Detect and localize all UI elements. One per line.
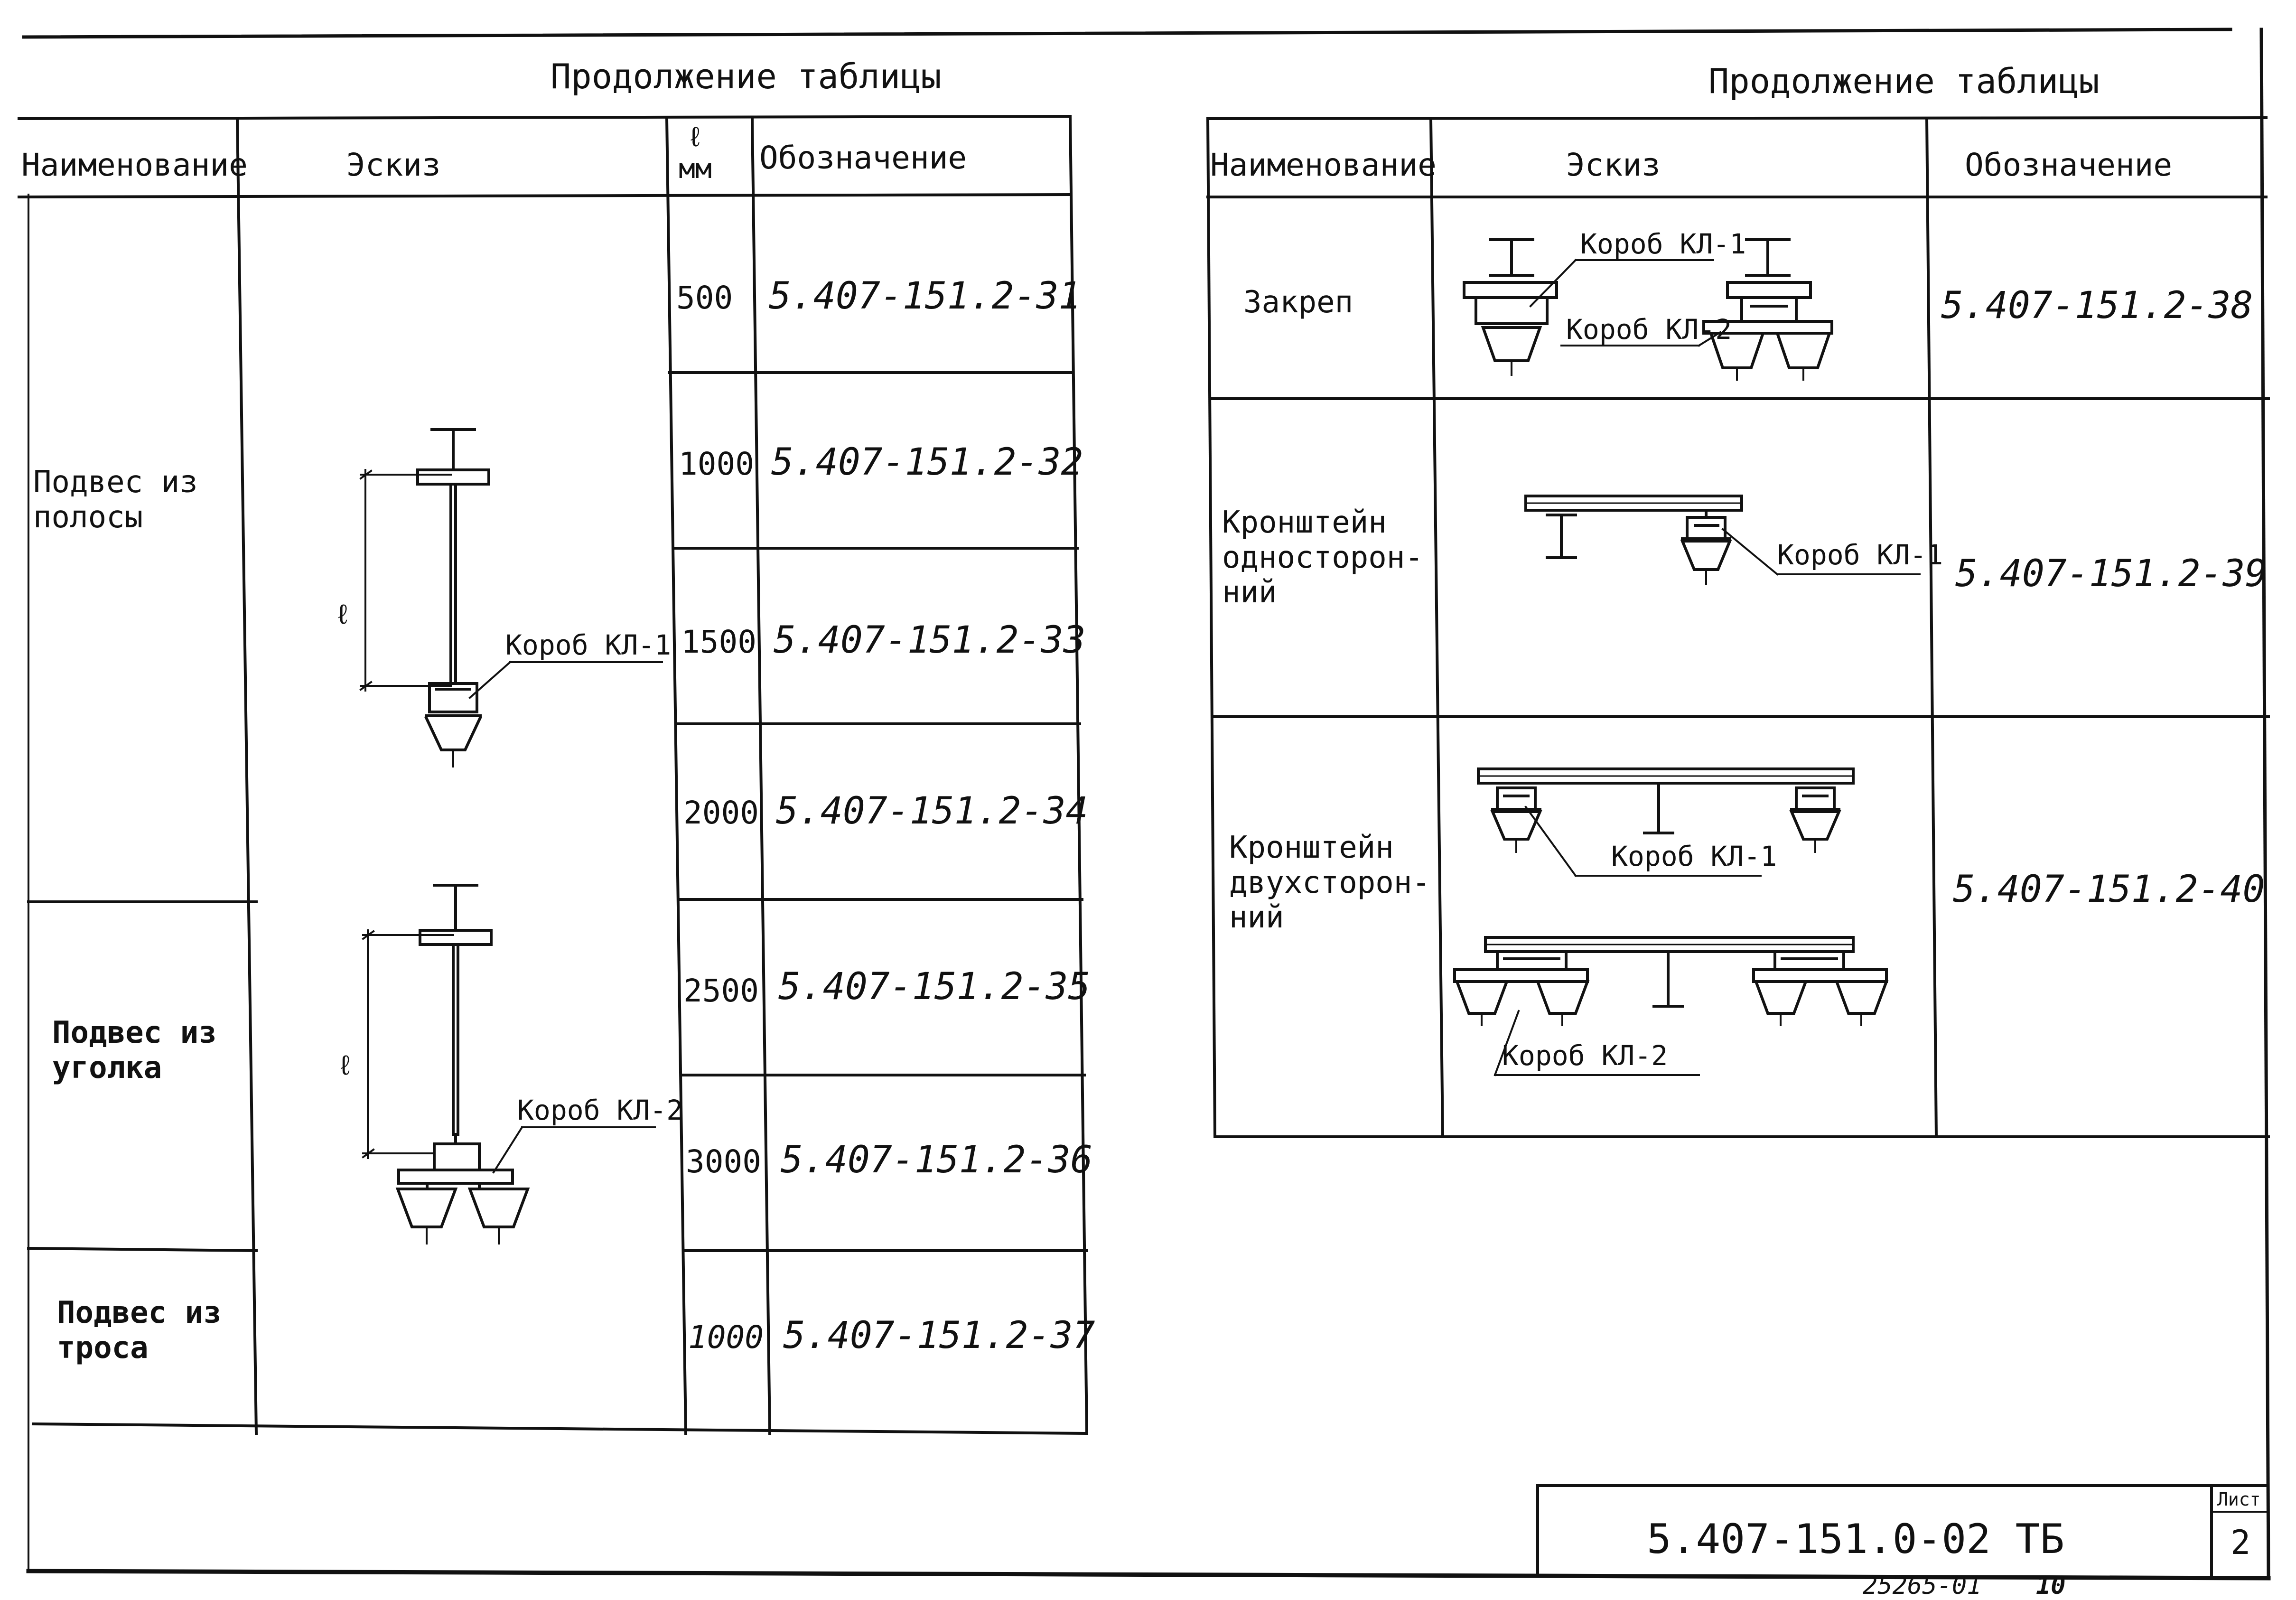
- sketch-strip-hanger: [359, 428, 663, 767]
- box-label: Короб КЛ-1: [1580, 228, 1746, 260]
- sketch-angle-hanger: [362, 884, 656, 1244]
- box-label: Короб КЛ-2: [1502, 1039, 1668, 1072]
- right-row-name: Кронштейн односторон- ний: [1222, 505, 1423, 610]
- left-row-designation: 5.407-151.2-33: [774, 619, 1086, 662]
- left-row-length: 1000: [688, 1319, 764, 1356]
- left-group-name-cable: Подвес из троса: [57, 1295, 222, 1366]
- right-row-designation: 5.407-151.2-39: [1955, 552, 2268, 595]
- left-row-length: 1000: [679, 446, 754, 482]
- sheet-label: Лист: [2217, 1489, 2261, 1510]
- right-table-caption: Продолжение таблицы: [1708, 61, 2100, 101]
- left-header-sketch: Эскиз: [346, 147, 441, 183]
- box-label: Короб КЛ-2: [1566, 313, 1732, 346]
- left-row-length: 1500: [681, 624, 756, 660]
- sketch-one-sided-bracket: [1524, 495, 1921, 585]
- left-row-designation: 5.407-151.2-34: [776, 790, 1088, 833]
- document-code: 5.407-151.0-02 ТБ: [1647, 1516, 2065, 1563]
- left-row-length: 2000: [683, 795, 759, 831]
- left-group-name-strip: Подвес из полосы: [33, 465, 198, 535]
- inventory-number: 25265-01: [1863, 1572, 1982, 1600]
- left-row-length: 3000: [686, 1143, 761, 1180]
- sketch-two-sided-bracket: [1453, 767, 1889, 1076]
- dimension-label: ℓ: [335, 598, 351, 630]
- box-label: Короб КЛ-1: [505, 629, 672, 661]
- sketch-clamp: [1463, 238, 1833, 381]
- sheet-number: 2: [2231, 1523, 2251, 1562]
- box-label: Короб КЛ-1: [1777, 539, 1943, 571]
- right-row-name: Закреп: [1243, 285, 1353, 320]
- right-table-grid: [1206, 116, 2270, 1139]
- left-header-designation: Обозначение: [759, 140, 967, 176]
- left-row-length: 2500: [683, 973, 759, 1009]
- left-table-caption: Продолжение таблицы: [551, 56, 942, 96]
- left-header-name: Наименование: [21, 147, 248, 183]
- right-header-designation: Обозначение: [1965, 147, 2173, 183]
- box-label: Короб КЛ-1: [1611, 840, 1777, 872]
- left-row-designation: 5.407-151.2-31: [769, 275, 1081, 318]
- left-row-designation: 5.407-151.2-37: [783, 1314, 1095, 1357]
- left-row-designation: 5.407-151.2-32: [771, 441, 1083, 484]
- title-block-frame: [1536, 1484, 2268, 1577]
- right-row-designation: 5.407-151.2-40: [1953, 868, 2265, 911]
- dimension-label: ℓ: [337, 1049, 354, 1081]
- right-header-name: Наименование: [1210, 147, 1437, 183]
- left-row-length: 500: [676, 280, 733, 316]
- right-row-designation: 5.407-151.2-38: [1941, 284, 2253, 327]
- left-row-designation: 5.407-151.2-36: [781, 1139, 1093, 1181]
- left-header-length: ℓ мм: [679, 121, 712, 185]
- right-row-name: Кронштейн двухсторон- ний: [1229, 830, 1430, 936]
- sheet-frame: [22, 28, 2271, 1581]
- box-label: Короб КЛ-2: [517, 1094, 683, 1126]
- left-group-name-angle: Подвес из уголка: [52, 1015, 217, 1085]
- right-header-sketch: Эскиз: [1566, 147, 1661, 183]
- left-table-grid: [17, 114, 1089, 1435]
- left-row-designation: 5.407-151.2-35: [778, 965, 1091, 1008]
- page-number: 10: [2036, 1572, 2066, 1600]
